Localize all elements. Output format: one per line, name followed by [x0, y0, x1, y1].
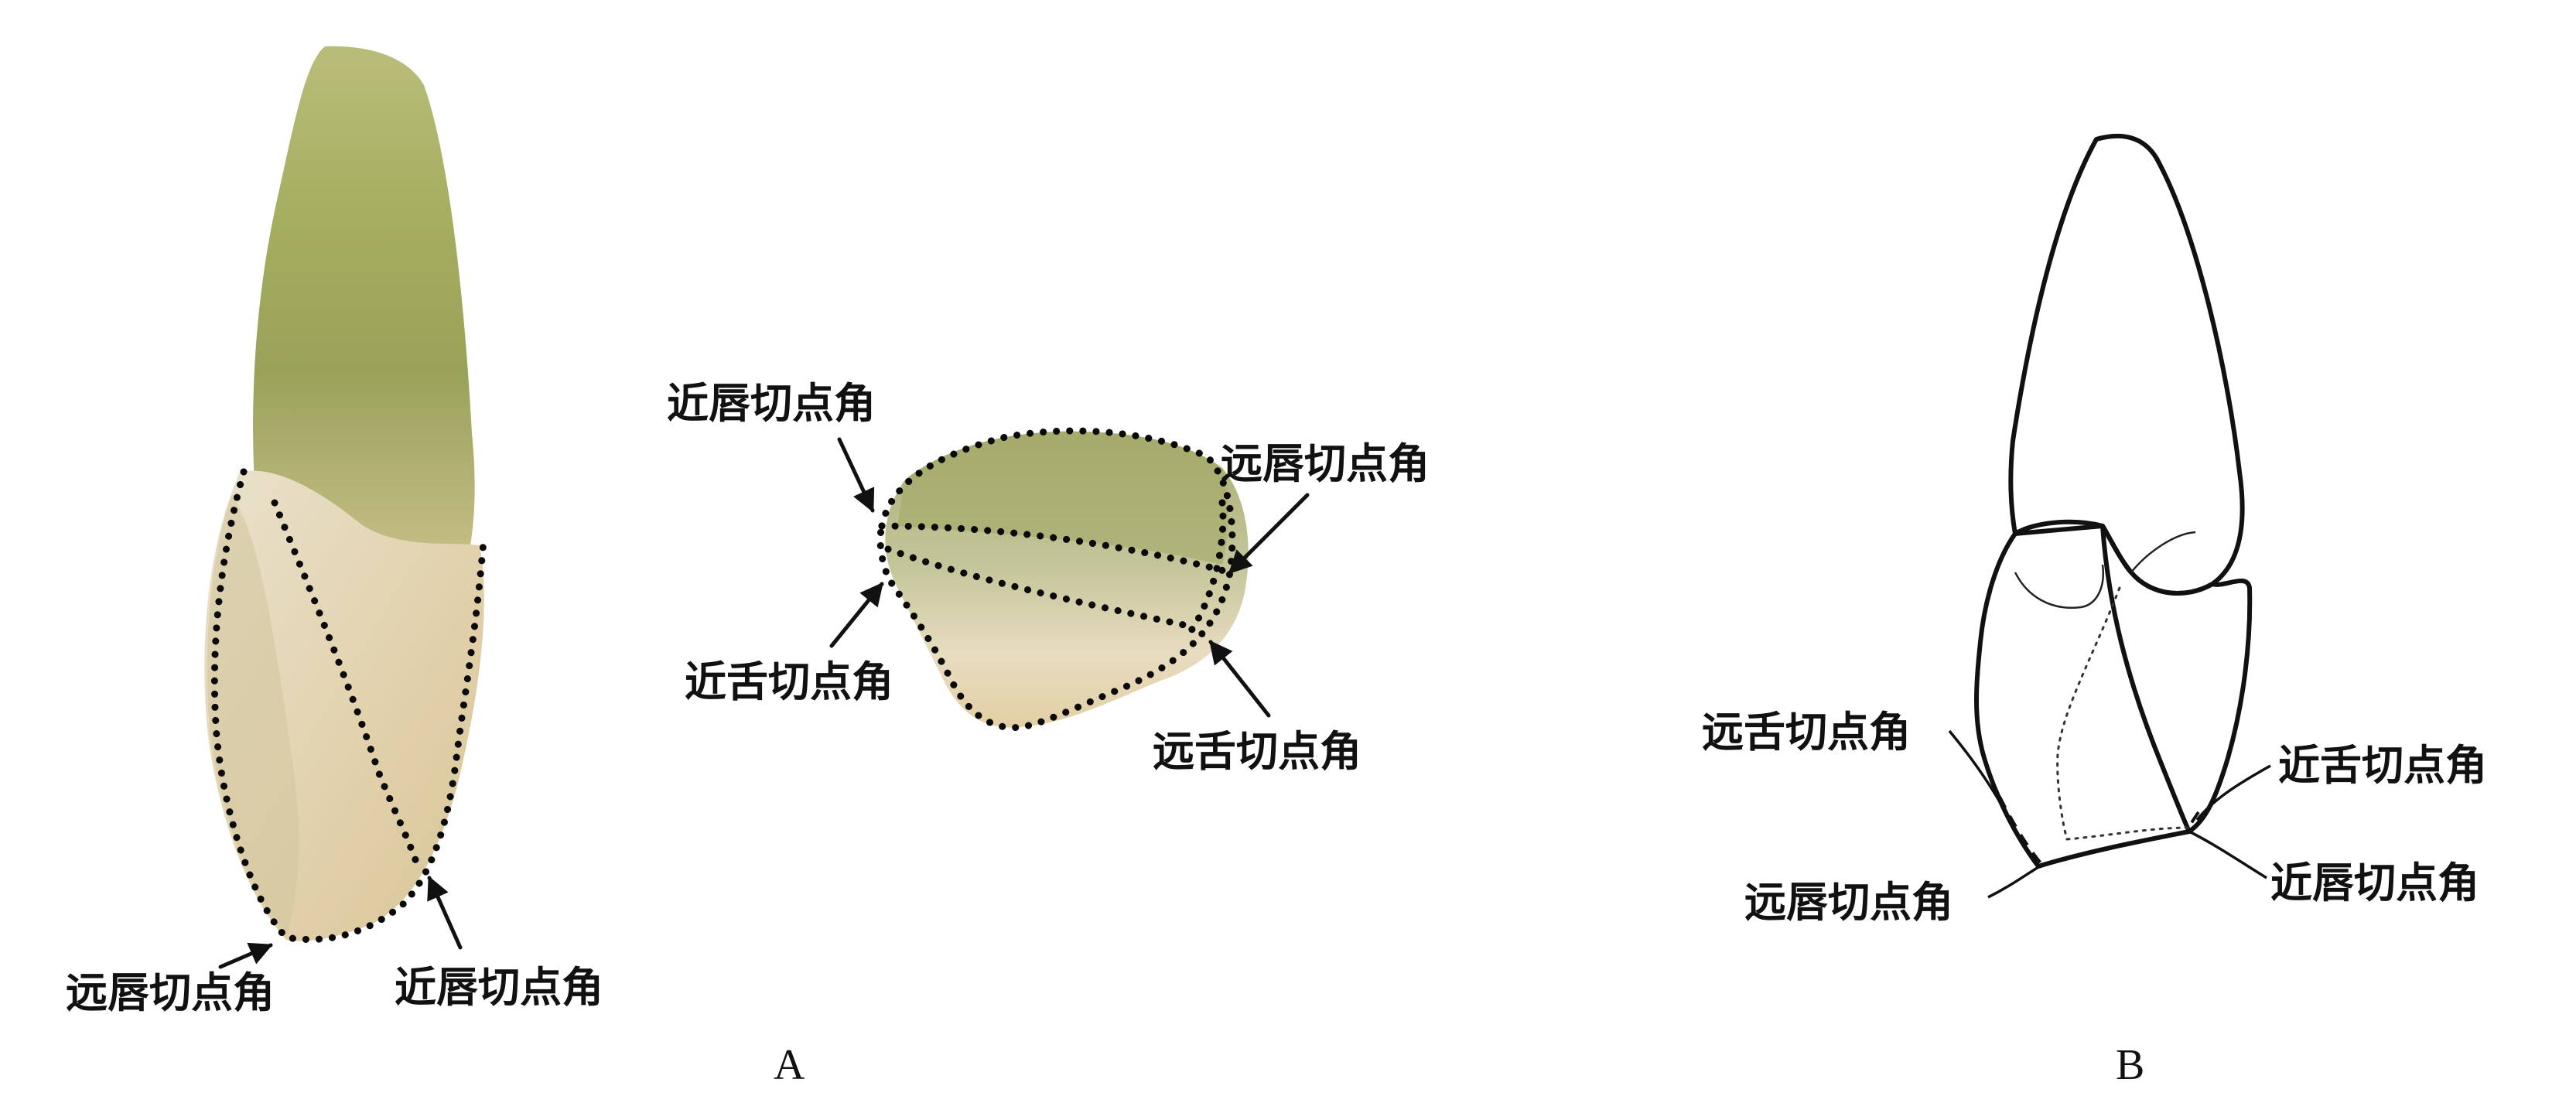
arrow-mesiolingual-incisal — [829, 582, 884, 648]
panel-a-label: A — [774, 1041, 805, 1089]
drawing-lingual-dotted — [2056, 586, 2121, 841]
labial-view-tooth: 远唇切点角 近唇切点角 — [66, 46, 603, 1017]
drawing-mesiolingual-dashed — [2186, 811, 2200, 832]
incisal-outline-dotted — [876, 427, 1236, 732]
crown-shading — [207, 495, 299, 936]
drawing-hidden-edge-dashed — [1998, 796, 2044, 866]
drawing-cervical-line — [2014, 564, 2105, 610]
tooth-root — [253, 46, 475, 572]
leader-distolabial — [1987, 863, 2043, 899]
arrow-distolabial-incisal — [1228, 493, 1310, 575]
drawing-labial-ridge — [2100, 524, 2192, 834]
panel-b-label: B — [2116, 1041, 2144, 1089]
line-drawing-tooth: 远舌切点角 近舌切点角 远唇切点角 近唇切点角 — [1702, 133, 2487, 927]
label-distolabial-drawing: 远唇切点角 — [1744, 878, 1953, 927]
label-mesiolingual-incisal: 近舌切点角 — [685, 657, 893, 706]
label-distolabial-labial: 远唇切点角 — [66, 968, 275, 1017]
incisal-view-tooth: 近唇切点角 远唇切点角 近舌切点角 远舌切点角 — [667, 379, 1430, 776]
leader-distolingual — [1948, 729, 2005, 809]
incisal-labial-line-dotted — [878, 522, 1234, 576]
leader-mesiolingual — [2195, 764, 2271, 821]
arrow-mesiolabial-labial — [427, 876, 463, 950]
arrow-distolabial-labial — [218, 942, 273, 969]
arrow-mesiolabial-incisal — [837, 437, 875, 513]
label-mesiolabial-labial: 近唇切点角 — [395, 963, 603, 1012]
incisal-distal-line-dotted — [1187, 499, 1227, 634]
label-distolingual-incisal: 远舌切点角 — [1153, 727, 1361, 776]
arrow-distolingual-incisal — [1208, 640, 1271, 718]
label-mesiolabial-incisal: 近唇切点角 — [667, 379, 876, 428]
drawing-crown — [1974, 519, 2253, 869]
label-distolingual-drawing: 远舌切点角 — [1702, 708, 1911, 756]
label-distolabial-incisal: 远唇切点角 — [1221, 439, 1430, 488]
drawing-root-inner-curve — [2130, 531, 2196, 573]
labial-ridge-dotted-line — [271, 499, 422, 870]
label-mesiolabial-drawing: 近唇切点角 — [2270, 859, 2479, 907]
incisal-lingual-line-dotted — [884, 545, 1195, 630]
incisal-labial-band — [897, 431, 1228, 565]
leader-mesiolabial — [2188, 830, 2267, 879]
label-mesiolingual-drawing: 近舌切点角 — [2278, 741, 2487, 790]
